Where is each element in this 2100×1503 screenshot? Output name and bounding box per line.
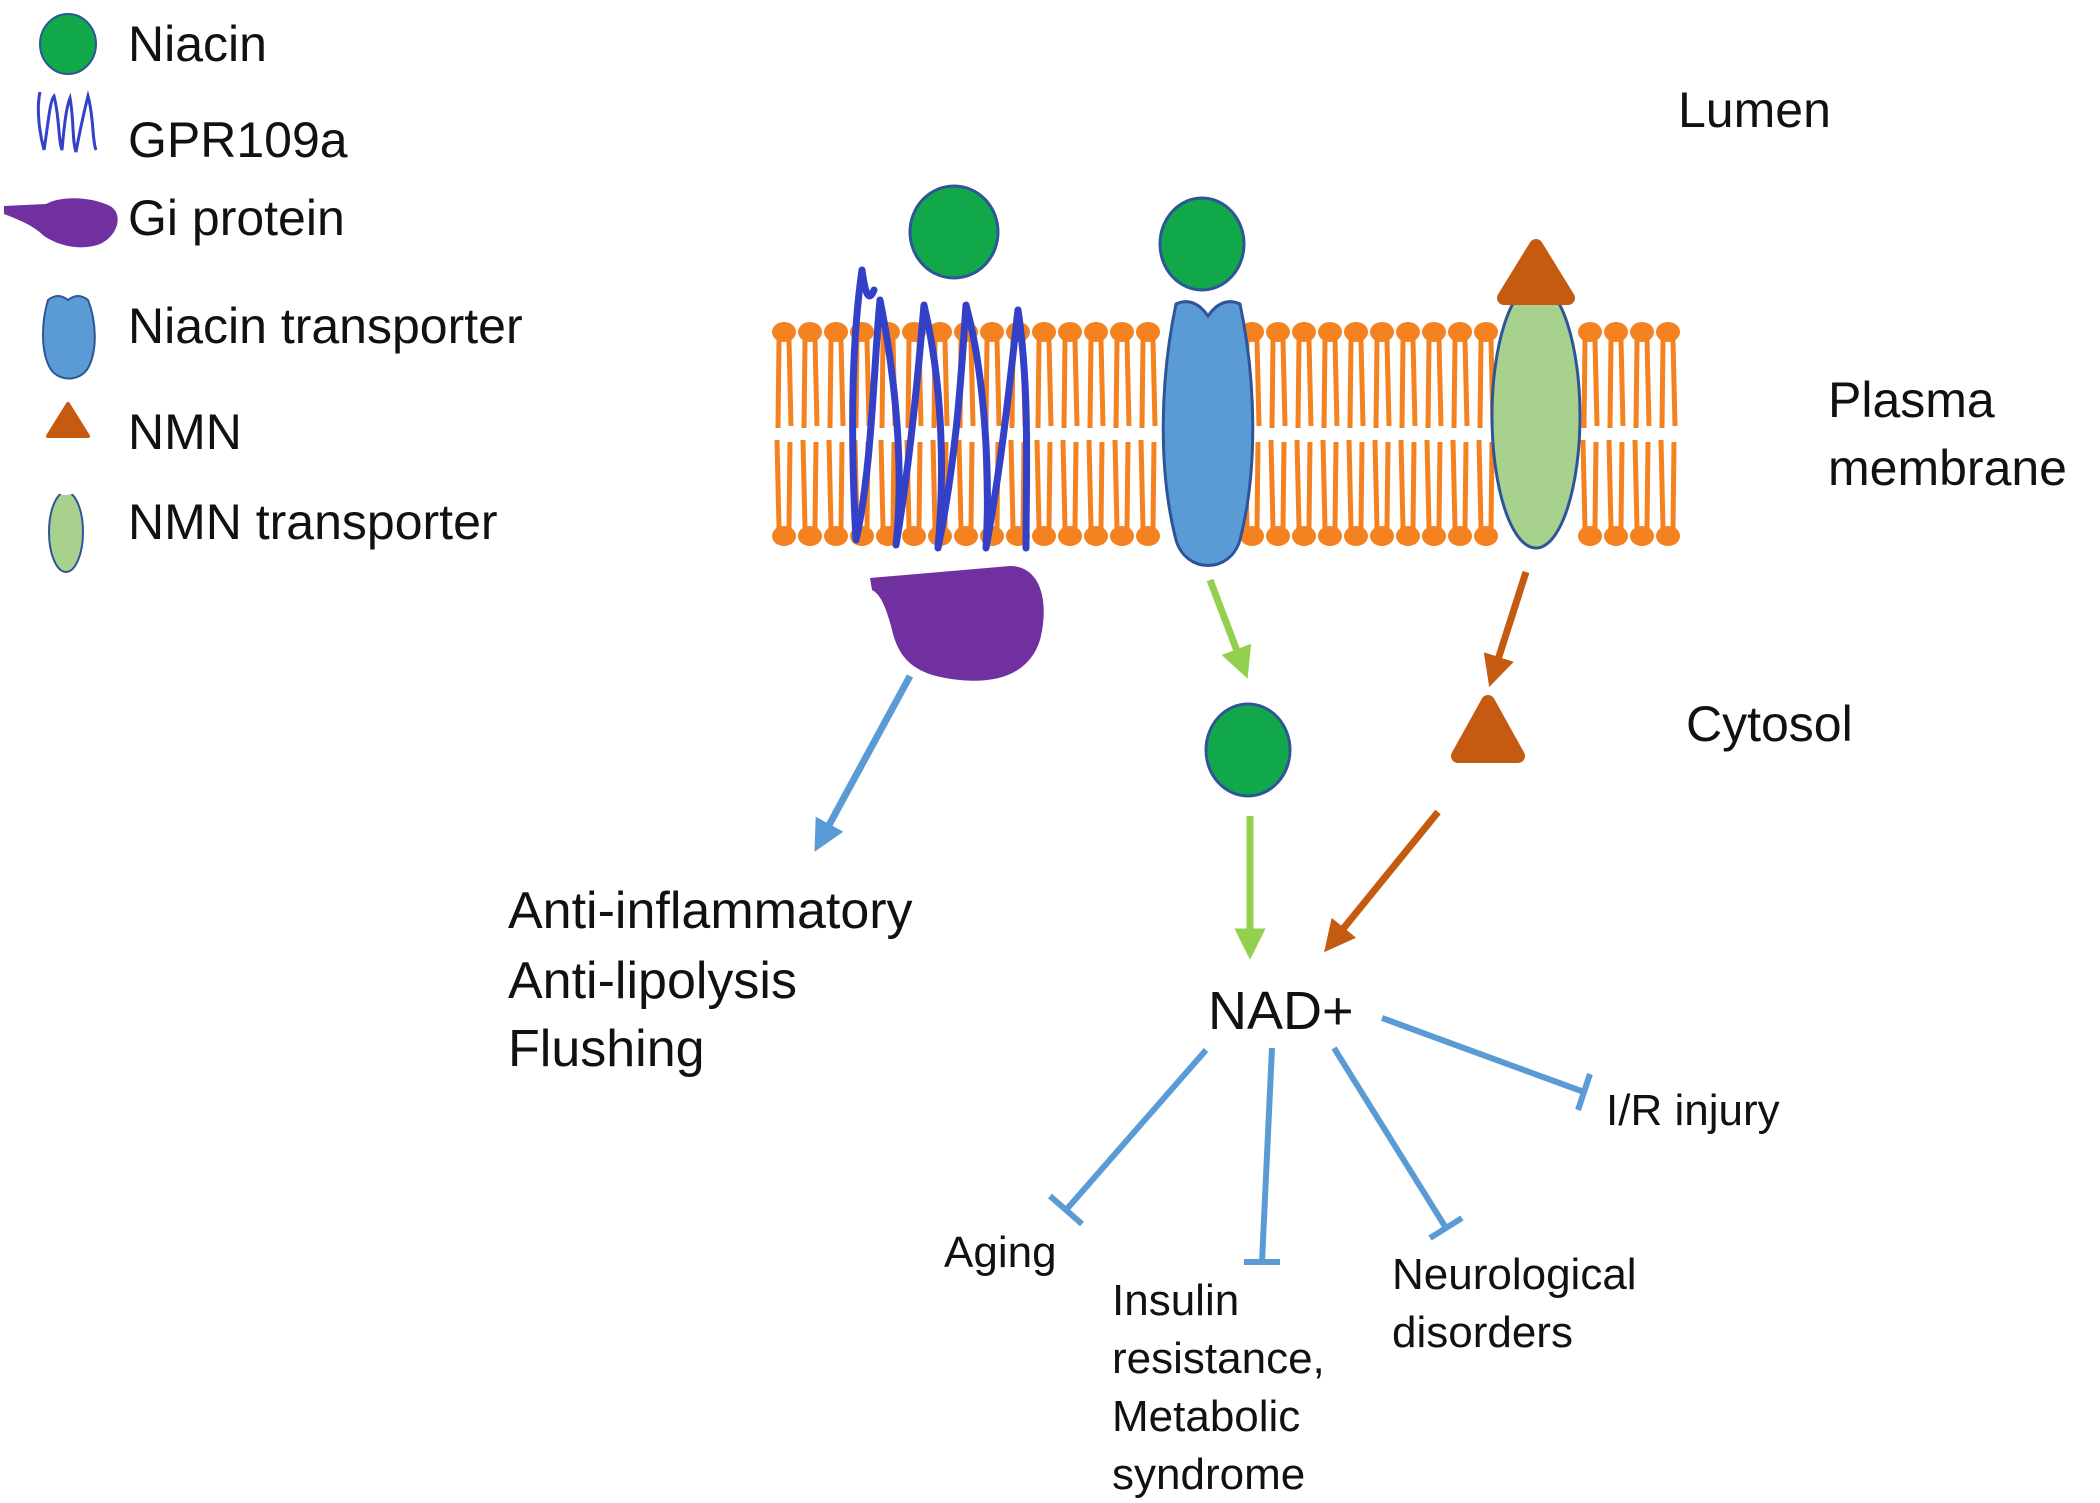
phospholipid (1656, 322, 1680, 546)
outcome-insulin-line3: Metabolic (1112, 1392, 1301, 1441)
phospholipid (1396, 322, 1420, 546)
inhibit-aging (1048, 1048, 1209, 1227)
region-membrane-line1: Plasma (1828, 372, 1995, 428)
inhibit-insulin-resistance (1244, 1047, 1280, 1265)
region-membrane-line2: membrane (1828, 440, 2067, 496)
phospholipid (1032, 322, 1056, 546)
phospholipid (1084, 322, 1108, 546)
phospholipid (824, 322, 848, 546)
phospholipid (1630, 322, 1654, 546)
arrow-transporter-to-niacin (1206, 578, 1252, 679)
legend-niacin-transporter-icon (42, 295, 96, 380)
niacin-transporter (1161, 300, 1255, 567)
arrow-nmn-transporter-to-nmn (1483, 570, 1530, 688)
legend-gi-protein-icon (4, 198, 118, 248)
phospholipid (1058, 322, 1082, 546)
outcome-neuro-line2: disorders (1392, 1308, 1573, 1357)
outcome-aging: Aging (944, 1228, 1057, 1277)
legend-label-niacin-transporter: Niacin transporter (128, 298, 523, 354)
inhibit-neurological (1331, 1046, 1464, 1241)
plasma-membrane-bilayer (772, 322, 1680, 546)
outcome-insulin-line1: Insulin (1112, 1276, 1240, 1325)
outcome-insulin-line4: syndrome (1112, 1450, 1306, 1499)
nmn-cytosol (1451, 695, 1525, 763)
niacin-cytosol (1204, 702, 1292, 798)
phospholipid (1448, 322, 1472, 546)
legend-label-nmn: NMN (128, 404, 242, 460)
legend-niacin-icon (39, 13, 97, 75)
niacin-ligand-receptor (908, 184, 1000, 280)
phospholipid (1266, 322, 1290, 546)
phospholipid (772, 322, 796, 546)
phospholipid (1370, 322, 1394, 546)
region-cytosol: Cytosol (1686, 696, 1853, 752)
legend-nmn-icon (46, 402, 90, 438)
arrow-nmn-to-nad (1324, 809, 1441, 953)
effect-flushing: Flushing (508, 1020, 705, 1078)
phospholipid (1110, 322, 1134, 546)
outcome-ir-injury: I/R injury (1606, 1086, 1780, 1135)
effect-anti-lipolysis: Anti-lipolysis (508, 952, 797, 1010)
phospholipid (1292, 322, 1316, 546)
nmn-transporter (1490, 282, 1582, 550)
outcome-neuro-line1: Neurological (1392, 1250, 1637, 1299)
inhibit-ir-injury (1380, 1015, 1593, 1111)
outcome-insulin-line2: resistance, (1112, 1334, 1325, 1383)
gi-protein (870, 566, 1044, 681)
phospholipid (1422, 322, 1446, 546)
phospholipid (1604, 322, 1628, 546)
phospholipid (1136, 322, 1160, 546)
nmn-ligand-transporter (1497, 239, 1575, 305)
legend-label-gpr109a: GPR109a (128, 112, 348, 168)
effect-anti-inflammatory: Anti-inflammatory (508, 882, 913, 940)
legend-nmn-transporter-icon (48, 485, 84, 573)
phospholipid (1318, 322, 1342, 546)
nad-plus-label: NAD+ (1208, 981, 1354, 1041)
phospholipid (1578, 322, 1602, 546)
gpr109a-receptor (849, 266, 1031, 552)
arrow-gi-to-effects (814, 674, 914, 852)
phospholipid (798, 322, 822, 546)
legend-gpr109a-icon (36, 90, 98, 153)
phospholipid (1344, 322, 1368, 546)
region-lumen: Lumen (1678, 82, 1831, 138)
legend-label-niacin: Niacin (128, 16, 267, 72)
niacin-ligand-transporter (1158, 196, 1246, 292)
legend-label-gi-protein: Gi protein (128, 190, 345, 246)
legend-label-nmn-transporter: NMN transporter (128, 494, 498, 550)
